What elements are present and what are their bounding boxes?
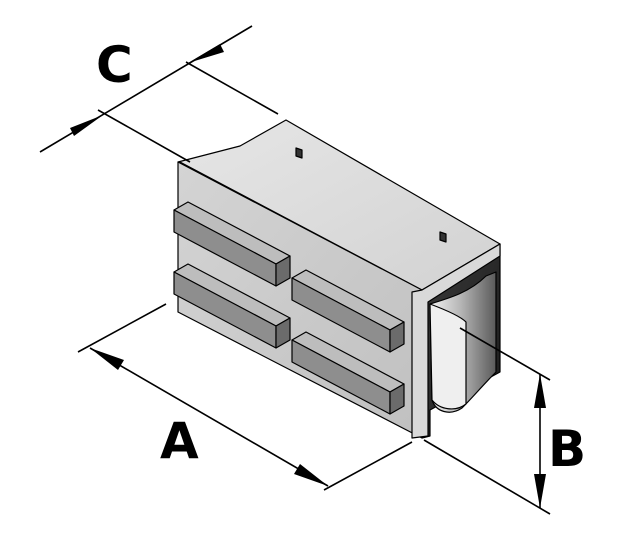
dimension-a: A: [77, 303, 413, 491]
b-extension-line-top: [459, 327, 551, 381]
c-label: C: [96, 36, 133, 94]
rib-upper-right: [291, 269, 405, 353]
dimension-c: C: [39, 25, 279, 163]
b-label: B: [548, 420, 586, 478]
a-label: A: [160, 412, 199, 470]
end-frame-rim: [411, 243, 501, 439]
c-arrow-right: [188, 44, 224, 63]
front-ribs: [173, 201, 405, 415]
top-slot-1: [295, 147, 303, 159]
a-arrow-left: [90, 348, 124, 370]
top-slot-2: [439, 231, 447, 243]
rib-upper-left: [173, 201, 291, 287]
a-extension-line-left: [77, 303, 167, 353]
b-arrow-top: [534, 374, 546, 408]
dimension-b: B: [423, 327, 586, 515]
b-arrow-bottom: [534, 474, 546, 508]
c-extension-line-left: [97, 109, 191, 163]
latch-clip: [429, 271, 497, 413]
b-extension-line-bottom: [423, 439, 551, 515]
a-arrow-right: [294, 464, 328, 486]
a-extension-line-right: [323, 441, 413, 491]
c-arrow-left: [70, 115, 103, 136]
a-dimension-line: [89, 347, 329, 487]
rib-lower-right: [291, 331, 405, 415]
latch-clip-ridge: [429, 303, 467, 410]
c-extension-line-right: [185, 61, 279, 115]
rib-lower-left: [173, 263, 291, 349]
